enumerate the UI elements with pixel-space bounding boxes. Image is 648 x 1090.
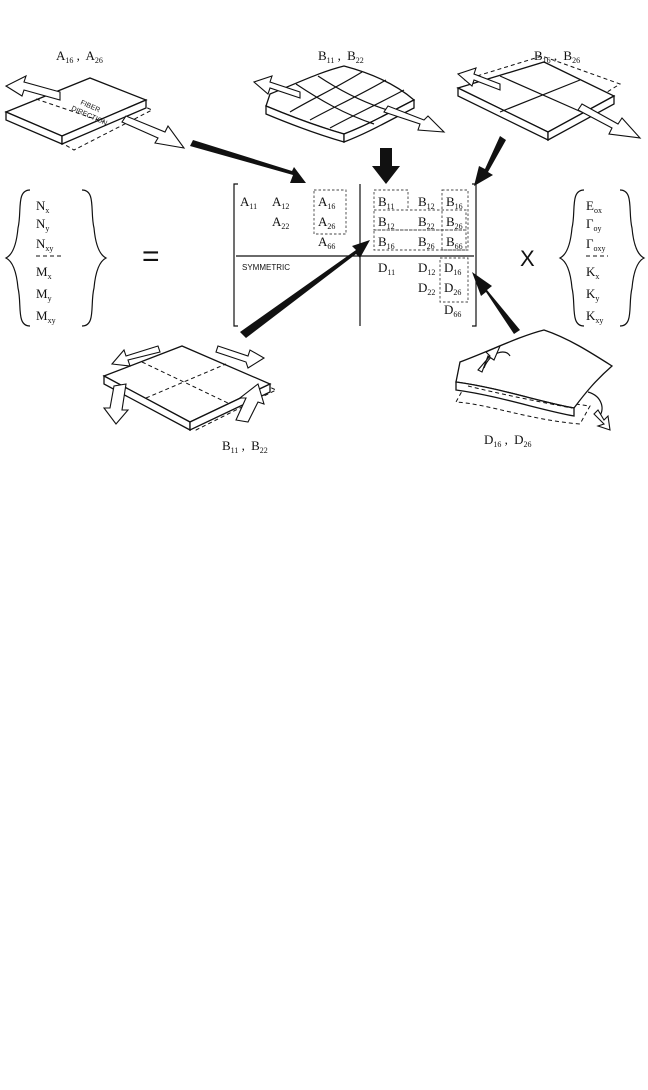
arrow-to-b16: [474, 136, 506, 186]
force-vector: Nx Ny Nxy Mx My Mxy: [6, 190, 106, 326]
plate-b11-b22-top: [254, 66, 444, 142]
vec-nxy: Nxy: [36, 236, 53, 253]
cell-b12: B12: [418, 194, 435, 211]
cell-b11: B11: [378, 194, 394, 211]
vec-my: My: [36, 286, 52, 303]
abd-matrix: SYMMETRIC A11 A12 A16 A22 A26 A66 B11 B1…: [234, 184, 476, 326]
cell-b12-lower: B12: [378, 214, 395, 231]
label-a16-a26: A16 , A26: [56, 48, 103, 65]
cell-a66: A66: [318, 234, 335, 251]
cell-b66: B66: [446, 234, 463, 251]
plate-a16-a26: FIBER DIRECTION: [6, 76, 184, 150]
vec-eox: Eox: [586, 198, 602, 215]
cell-a22: A22: [272, 214, 289, 231]
cell-d11: D11: [378, 260, 395, 277]
vec-ny: Ny: [36, 216, 49, 233]
symmetric-label: SYMMETRIC: [242, 263, 290, 272]
cell-d66: D66: [444, 302, 461, 319]
vec-mx: Mx: [36, 264, 52, 281]
equals-sign: =: [142, 240, 160, 273]
label-b11-b22-top: B11 , B22: [318, 48, 364, 65]
vec-kxy: Kxy: [586, 308, 603, 325]
abd-coupling-diagram: FIBER DIRECTION: [0, 0, 648, 470]
plate-b11-b22-bottom: [104, 346, 276, 430]
arrow-to-b16-lower: [240, 240, 370, 338]
cell-d12: D12: [418, 260, 435, 277]
cell-a16: A16: [318, 194, 335, 211]
cell-b26-lower: B26: [418, 234, 435, 251]
arrow-to-d16: [472, 272, 520, 334]
cell-a11: A11: [240, 194, 257, 211]
arrow-to-a16-a26: [190, 140, 306, 183]
strain-vector: Eox Γoy Γoxy Kx Ky Kxy: [560, 190, 644, 326]
cell-b16-lower: B16: [378, 234, 395, 251]
vec-ky: Ky: [586, 286, 599, 303]
cell-d26: D26: [444, 280, 461, 297]
vec-goy: Γoy: [586, 216, 602, 233]
cell-a12: A12: [272, 194, 289, 211]
vec-nx: Nx: [36, 198, 49, 215]
label-d16-d26: D16 , D26: [484, 432, 532, 449]
vec-goxy: Γoxy: [586, 236, 606, 253]
cell-a26: A26: [318, 214, 335, 231]
vec-mxy: Mxy: [36, 308, 56, 325]
plate-b16-b26-top: [458, 56, 640, 140]
label-b16-b26-top: B16 , B26: [534, 48, 580, 65]
pointer-arrows: [190, 136, 520, 338]
cell-b26: B26: [446, 214, 463, 231]
cell-b16: B16: [446, 194, 463, 211]
plate-d16-d26: [456, 330, 612, 430]
arrow-to-b11: [372, 148, 400, 184]
cell-d22: D22: [418, 280, 435, 297]
vec-kx: Kx: [586, 264, 599, 281]
label-b11-b22-bottom: B11 , B22: [222, 438, 268, 455]
cell-d16: D16: [444, 260, 461, 277]
cell-b22: B22: [418, 214, 435, 231]
multiply-sign: X: [520, 246, 535, 271]
